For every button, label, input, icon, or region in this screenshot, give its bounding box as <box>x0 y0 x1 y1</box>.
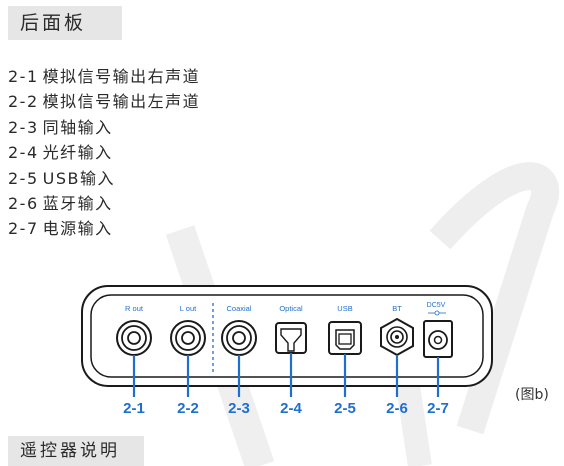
callout-number: 2-3 <box>228 400 250 417</box>
callout-lines <box>132 353 440 397</box>
port-number: 2-6 <box>8 193 39 213</box>
port-number: 2-4 <box>8 143 39 163</box>
section-heading-remote-control: 遥控器说明 <box>8 436 144 466</box>
rca-l-out-port-icon <box>170 320 206 356</box>
rca-r-out-port-icon <box>116 320 152 356</box>
bt-antenna-port-icon <box>380 317 414 357</box>
dc-polarity-icon <box>428 310 446 316</box>
section-heading-rear-panel: 后面板 <box>8 6 122 40</box>
port-number: 2-1 <box>8 67 39 86</box>
port-description: 同轴输入 <box>42 117 113 137</box>
port-description: USB输入 <box>42 168 115 188</box>
port-description: 蓝牙输入 <box>42 193 113 213</box>
port-number: 2-5 <box>8 168 39 188</box>
port-description: 光纤输入 <box>42 143 113 163</box>
usb-label: USB <box>337 304 352 313</box>
optical-port-icon <box>275 322 307 354</box>
callout-number: 2-6 <box>386 400 408 417</box>
optical-label: Optical <box>279 304 303 313</box>
port-number: 2-2 <box>8 92 39 112</box>
bt-label: BT <box>392 304 402 313</box>
usb-port-icon <box>328 321 362 355</box>
figure-caption: (图b) <box>515 387 549 403</box>
callout-number: 2-2 <box>177 400 199 417</box>
callout-number: 2-1 <box>123 400 145 417</box>
port-number: 2-7 <box>8 219 39 239</box>
rear-panel-diagram: R out L out Coaxial Optical USB BT DC5V <box>81 285 493 417</box>
callout-number: 2-5 <box>334 400 356 417</box>
dc-power-port-icon <box>423 320 453 358</box>
r-out-label: R out <box>125 304 144 313</box>
callout-number: 2-4 <box>280 400 302 417</box>
coaxial-label: Coaxial <box>226 304 251 313</box>
coaxial-port-icon <box>221 320 257 356</box>
device-inner-panel <box>90 294 484 378</box>
port-description: 电源输入 <box>42 219 113 239</box>
callout-number: 2-7 <box>427 400 449 417</box>
port-description: 模拟信号输出左声道 <box>42 92 201 112</box>
dc-label: DC5V <box>427 302 446 309</box>
l-out-label: L out <box>180 304 197 313</box>
port-number: 2-3 <box>8 117 39 137</box>
port-description: 模拟信号输出右声道 <box>42 67 201 86</box>
